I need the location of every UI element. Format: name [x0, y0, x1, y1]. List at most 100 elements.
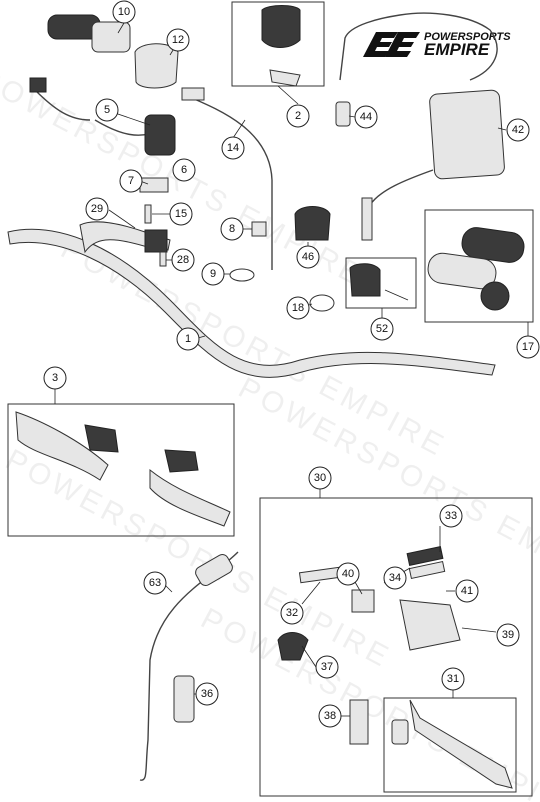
clamp-52 — [349, 263, 381, 297]
callout-36: 36 — [195, 682, 219, 706]
mirror-mount — [361, 197, 373, 241]
callout-17: 17 — [516, 335, 540, 359]
callout-52: 52 — [370, 317, 394, 341]
callout-18: 18 — [286, 296, 310, 320]
callout-1-label: 1 — [185, 333, 191, 345]
callout-38-label: 38 — [324, 710, 336, 722]
grips-group-box — [424, 209, 534, 323]
callout-14: 14 — [221, 136, 245, 160]
callout-44: 44 — [354, 105, 378, 129]
callout-2-label: 2 — [295, 110, 301, 122]
cover-clip — [269, 69, 301, 87]
lead-10 — [117, 22, 125, 34]
callout-44-label: 44 — [360, 111, 372, 123]
callout-8-label: 8 — [229, 223, 235, 235]
throttle-cover — [134, 43, 179, 89]
logo-line1: POWERSPORTS — [424, 31, 511, 43]
reservoir-cap — [406, 546, 444, 566]
diaphragm — [408, 560, 446, 580]
callout-38: 38 — [318, 704, 342, 728]
callout-41: 41 — [455, 579, 479, 603]
lever-pivot — [391, 719, 409, 745]
kill-switch — [144, 114, 176, 156]
oil-bottle — [173, 675, 195, 723]
callout-2: 2 — [286, 104, 310, 128]
callout-28-label: 28 — [177, 254, 189, 266]
throttle-cable — [184, 94, 273, 270]
callout-40-label: 40 — [342, 568, 354, 580]
handlebar — [7, 228, 496, 378]
callout-18-label: 18 — [292, 302, 304, 314]
housing-body — [91, 21, 131, 53]
connector-wire — [34, 89, 91, 121]
handguard-mount-right — [164, 449, 199, 473]
callout-30-label: 30 — [314, 472, 326, 484]
callout-30: 30 — [308, 466, 332, 490]
master-cylinder — [399, 599, 461, 651]
callout-32: 32 — [280, 601, 304, 625]
mirror-stem — [369, 169, 434, 206]
piston-kit — [298, 566, 342, 584]
callout-6-label: 6 — [181, 164, 187, 176]
clamp-46 — [294, 206, 331, 241]
callout-42-label: 42 — [512, 124, 524, 136]
callout-39-label: 39 — [502, 629, 514, 641]
callout-10: 10 — [112, 0, 136, 24]
lead-32 — [301, 581, 321, 605]
callout-41-label: 41 — [461, 585, 473, 597]
callout-63-label: 63 — [149, 577, 161, 589]
slave-fitting — [195, 554, 233, 586]
seal-40 — [351, 589, 375, 613]
lead-39 — [461, 627, 497, 633]
screw-15 — [144, 204, 152, 224]
callout-12-label: 12 — [172, 34, 184, 46]
callout-15: 15 — [169, 202, 193, 226]
callout-39: 39 — [496, 623, 520, 647]
callout-40: 40 — [336, 562, 360, 586]
bleed-38 — [349, 699, 369, 745]
callout-5-label: 5 — [104, 104, 110, 116]
callout-37-label: 37 — [321, 661, 333, 673]
clutch-group-box — [259, 497, 533, 797]
callout-33-label: 33 — [445, 510, 457, 522]
handguard-left — [15, 411, 109, 481]
callout-46: 46 — [296, 245, 320, 269]
callout-7: 7 — [119, 169, 143, 193]
callout-6: 6 — [172, 158, 196, 182]
clamp-screw — [384, 289, 409, 301]
brand-logo: POWERSPORTS EMPIRE — [363, 31, 511, 59]
logo-mark-left — [363, 32, 398, 57]
callout-32-label: 32 — [286, 607, 298, 619]
cover-2 — [261, 5, 301, 48]
callout-7-label: 7 — [128, 175, 134, 187]
o-ring-9 — [229, 268, 255, 282]
callout-9-label: 9 — [210, 268, 216, 280]
spacer-44 — [335, 101, 351, 127]
callout-5: 5 — [95, 98, 119, 122]
clip-18 — [309, 294, 335, 312]
callout-8: 8 — [220, 217, 244, 241]
callout-31: 31 — [441, 667, 465, 691]
connector-plug — [29, 77, 47, 93]
callout-3: 3 — [43, 366, 67, 390]
callout-42: 42 — [506, 118, 530, 142]
callout-1: 1 — [176, 327, 200, 351]
handguard-group-box — [7, 403, 235, 537]
watermark-text-3: POWERSPORTS EMPIRE — [0, 443, 396, 675]
callout-33: 33 — [439, 504, 463, 528]
clutch-lever — [409, 699, 513, 789]
hotstart-housing — [144, 229, 168, 253]
lever-group-box — [383, 697, 517, 793]
callout-15-label: 15 — [175, 208, 187, 220]
logo-mark-right — [385, 32, 420, 57]
callout-29: 29 — [85, 197, 109, 221]
callout-37: 37 — [315, 655, 339, 679]
lead-29 — [108, 209, 136, 229]
grip-left — [461, 227, 525, 263]
callout-3-label: 3 — [52, 372, 58, 384]
callout-29-label: 29 — [91, 203, 103, 215]
callout-28: 28 — [171, 248, 195, 272]
screw-28 — [159, 251, 167, 267]
